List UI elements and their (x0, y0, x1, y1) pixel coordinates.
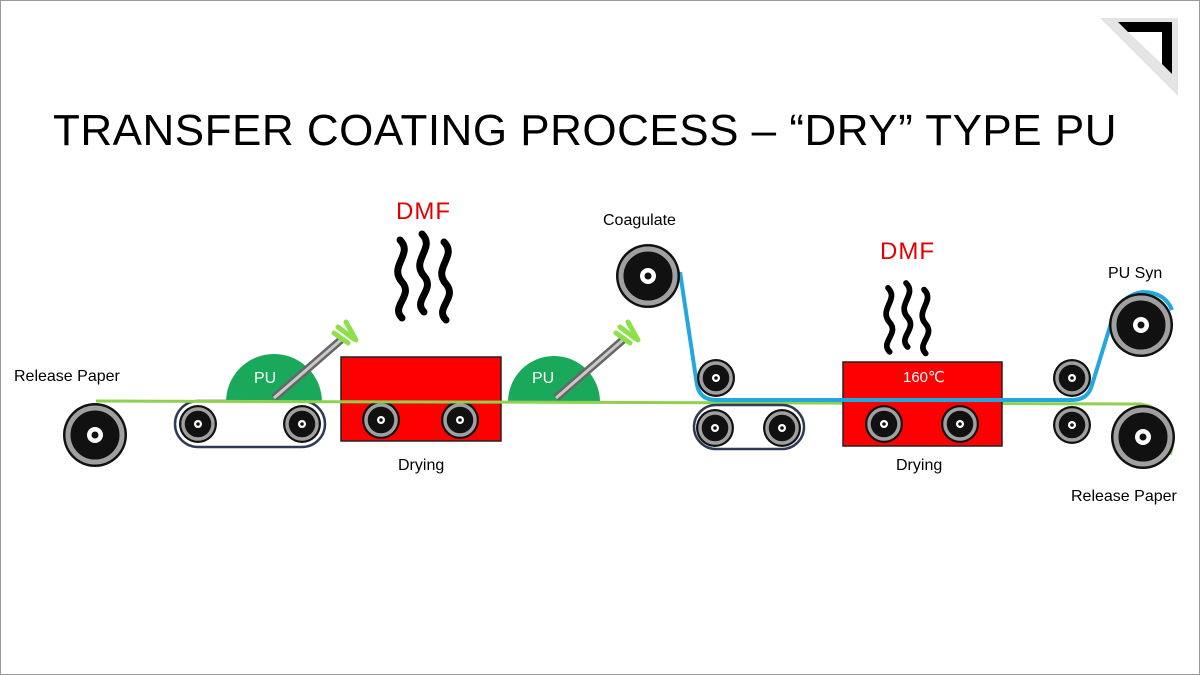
dmf-2-label: DMF (880, 238, 935, 265)
page-number: 7 (1162, 31, 1170, 47)
page-title: TRANSFER COATING PROCESS – “DRY” TYPE PU (53, 106, 1117, 155)
roll-icon (177, 403, 219, 445)
roll-icon (360, 399, 402, 441)
roll-icon (439, 399, 481, 441)
roll-icon (761, 407, 803, 449)
coagulate-label: Coagulate (603, 212, 676, 229)
dryer-2 (842, 361, 1003, 447)
pu-film-line (678, 271, 1174, 402)
coating-knife-icon (271, 319, 359, 402)
roll-icon (695, 357, 737, 399)
logo-icon (1100, 18, 1178, 96)
pu-syn-label: PU Syn (1108, 265, 1163, 282)
roll-icon (939, 403, 981, 445)
roll-icon (1109, 293, 1173, 357)
coating-knife-icon (553, 319, 641, 402)
drying-1-label: Drying (398, 457, 445, 474)
dmf-1-label: DMF (396, 198, 451, 225)
pu-dome-1 (226, 354, 322, 402)
roll-icon (616, 244, 680, 308)
roll-icon (1051, 404, 1093, 446)
steam-icon (886, 283, 928, 354)
drying-2-label: Drying (896, 457, 943, 474)
roll-icon (1051, 357, 1093, 399)
roll-icon (694, 407, 736, 449)
roll-icon (281, 403, 323, 445)
release-paper-out-label: Release Paper (1071, 488, 1177, 505)
pu-2-label: PU (532, 370, 555, 387)
roll-icon (1111, 405, 1175, 469)
pu-1-label: PU (254, 370, 277, 387)
roll-icon (63, 403, 127, 467)
temperature-label: 160℃ (903, 369, 945, 386)
conveyor-belt-icon (692, 403, 806, 451)
pu-dome-2 (508, 356, 600, 402)
release-paper-in-label: Release Paper (14, 368, 120, 385)
dryer-1 (340, 356, 502, 442)
conveyor-belt-icon (173, 399, 327, 449)
steam-icon (398, 234, 450, 320)
roll-icon (863, 403, 905, 445)
